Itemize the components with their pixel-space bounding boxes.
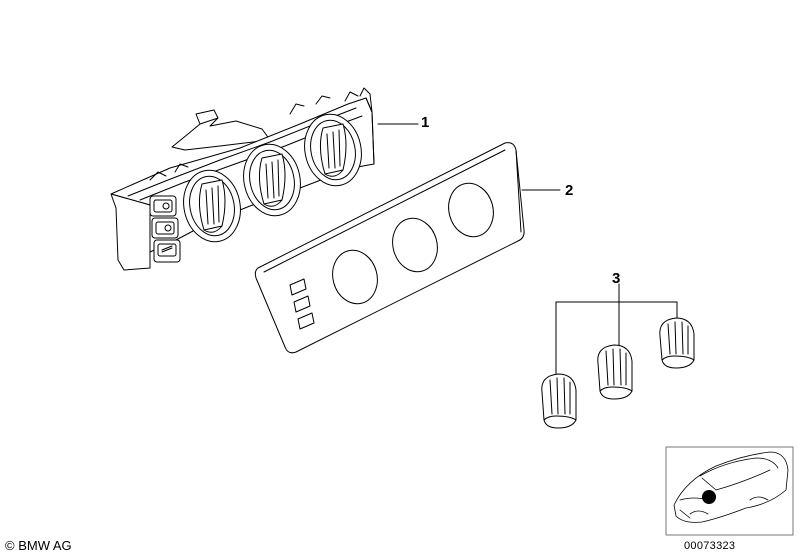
panel-opening-left bbox=[332, 249, 378, 305]
callout-part-2: 2 bbox=[565, 182, 574, 199]
car-outline bbox=[673, 451, 789, 523]
button-stack bbox=[149, 195, 181, 263]
trim-panel bbox=[254, 142, 525, 354]
location-marker bbox=[702, 490, 716, 504]
callout-part-3: 3 bbox=[612, 270, 621, 287]
control-unit-housing bbox=[110, 87, 375, 271]
housing-knob-left bbox=[183, 169, 241, 243]
leader-bracket-3 bbox=[555, 283, 678, 376]
locator-inset bbox=[665, 446, 794, 536]
panel-opening-center bbox=[392, 217, 438, 273]
diagram-id-label: 00073323 bbox=[684, 540, 736, 552]
copyright-label: © BMW AG bbox=[5, 538, 72, 553]
housing-knob-right bbox=[304, 113, 362, 187]
housing-knob-center bbox=[243, 143, 301, 217]
panel-opening-right bbox=[448, 182, 494, 238]
knob-b bbox=[597, 344, 633, 400]
callout-part-1: 1 bbox=[421, 114, 430, 131]
knob-a bbox=[541, 373, 577, 429]
knob-c bbox=[659, 317, 695, 369]
